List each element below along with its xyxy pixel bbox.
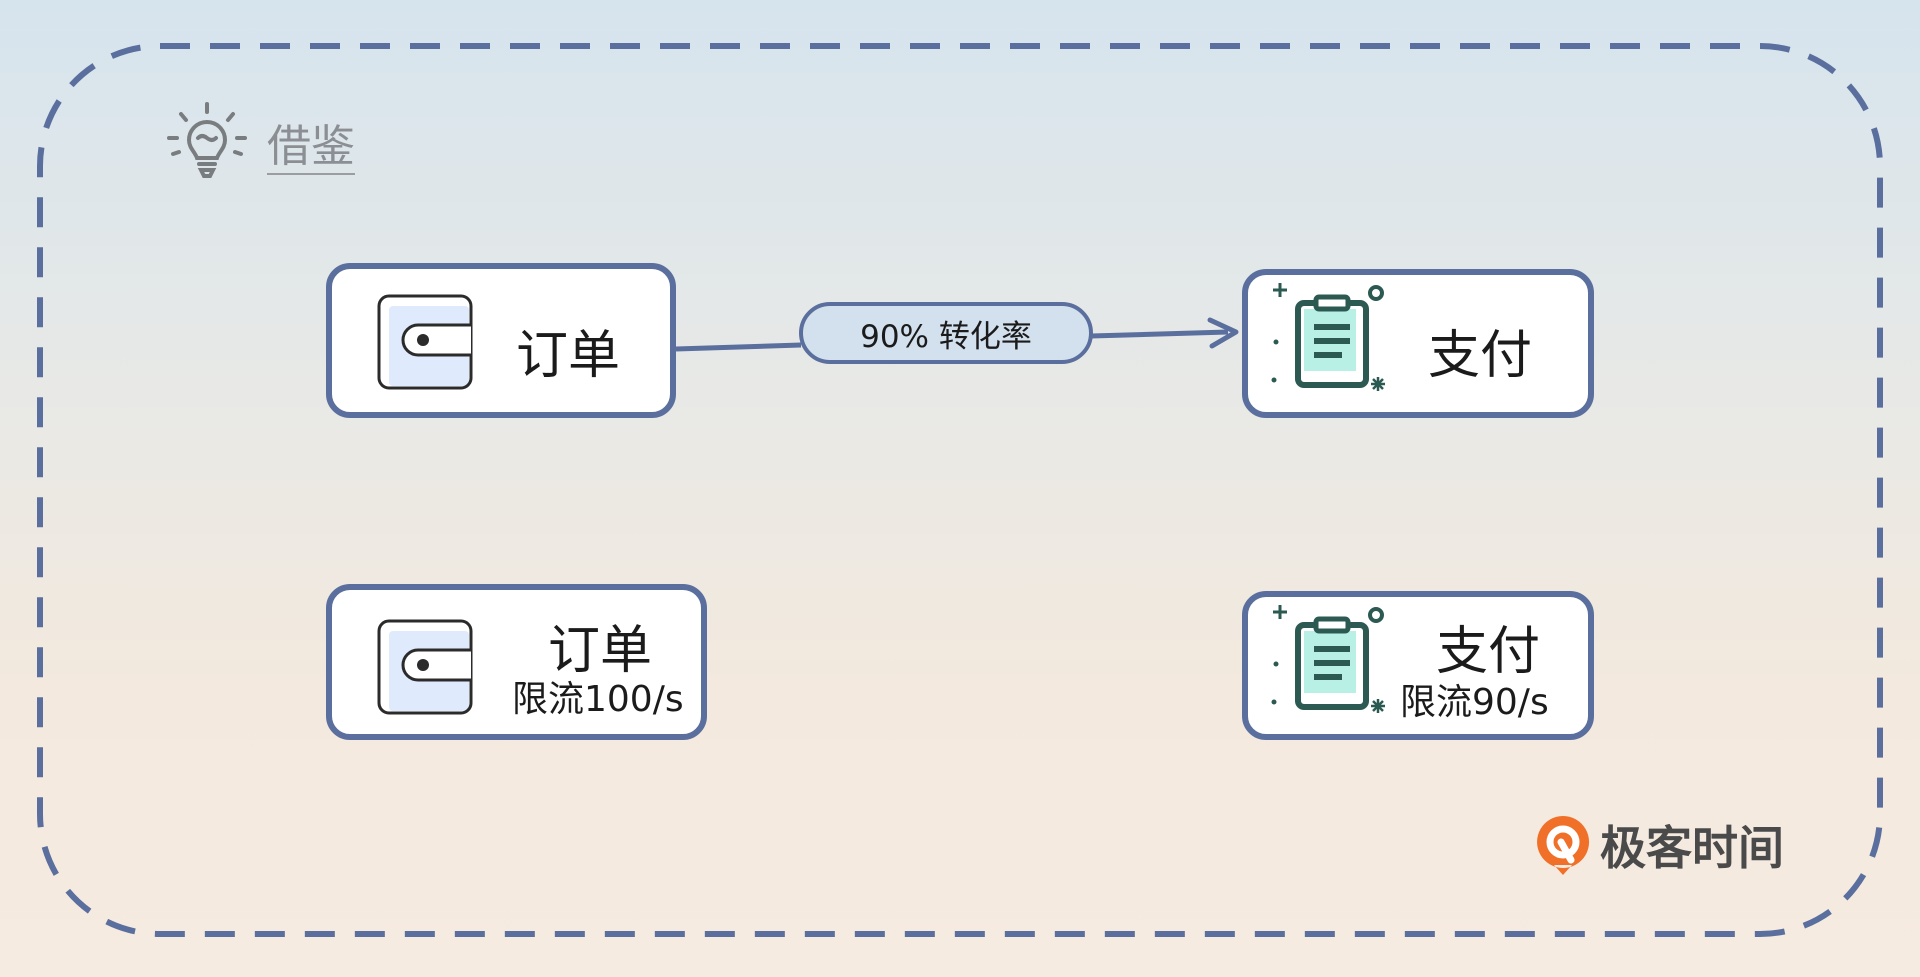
payment-node-bottom[interactable]: 支付 限流90/s xyxy=(1242,591,1594,740)
geektime-logo-icon xyxy=(1537,816,1590,875)
header: 借鉴 xyxy=(165,100,355,184)
clipboard-icon xyxy=(1271,283,1385,391)
node-title: 订单 xyxy=(548,621,653,681)
dashed-frame xyxy=(37,43,1883,937)
brand-text: 极客时间 xyxy=(1600,821,1784,875)
wallet-icon xyxy=(377,294,473,390)
arrowhead xyxy=(1207,317,1239,349)
node-title: 支付 xyxy=(1436,622,1541,682)
lightbulb-icon xyxy=(167,102,247,178)
node-title: 支付 xyxy=(1428,326,1533,386)
node-subtitle: 限流100/s xyxy=(512,679,684,720)
order-node-bottom[interactable]: 订单 限流100/s xyxy=(326,584,707,740)
brand: 极客时间 xyxy=(1534,812,1784,878)
wallet-icon xyxy=(377,619,473,715)
edge-label: 90% 转化率 xyxy=(799,302,1093,364)
connector-line-left xyxy=(675,342,802,352)
clipboard-icon xyxy=(1271,605,1385,713)
node-subtitle: 限流90/s xyxy=(1400,682,1549,723)
connector-line-right xyxy=(1090,329,1229,339)
order-node-top[interactable]: 订单 xyxy=(326,263,676,418)
node-title: 订单 xyxy=(516,326,621,386)
payment-node-top[interactable]: 支付 xyxy=(1242,269,1594,418)
header-label: 借鉴 xyxy=(267,121,355,172)
